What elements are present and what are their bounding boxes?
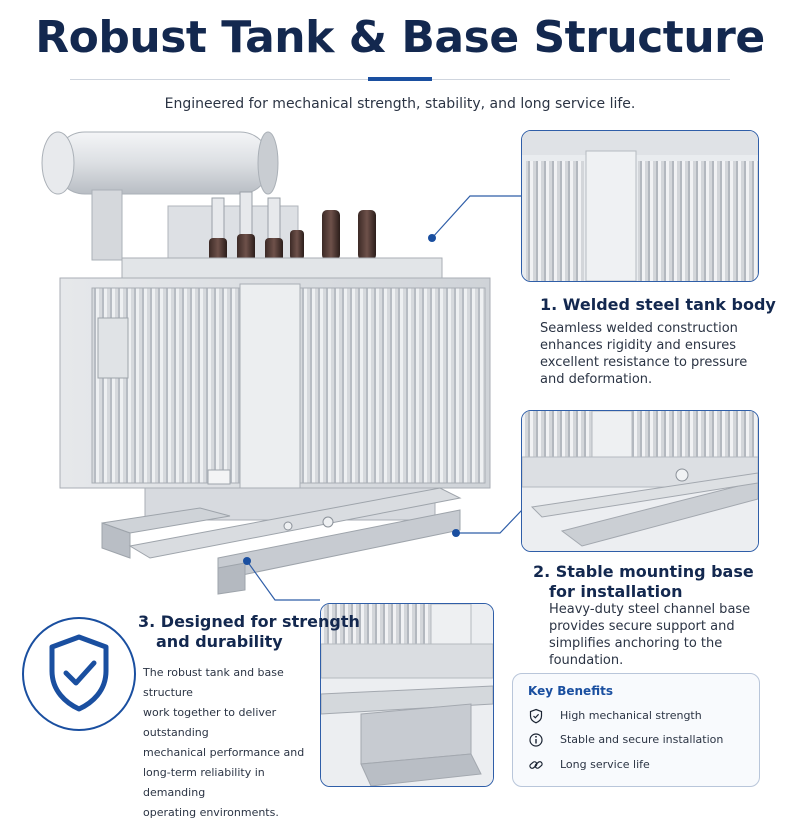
section-1-line: Seamless welded construction bbox=[540, 321, 738, 336]
conservator-tank bbox=[41, 131, 279, 261]
section-1-line: enhances rigidity and ensures bbox=[540, 338, 737, 353]
transformer-illustration bbox=[41, 131, 491, 595]
section-3-line: The robust tank and base structure bbox=[143, 666, 284, 699]
detail-photo-channel-base bbox=[320, 603, 494, 787]
section-2-line: Heavy-duty steel channel base bbox=[549, 602, 751, 617]
detail-photo-mounting-base bbox=[521, 410, 759, 552]
callout-dot-1 bbox=[428, 234, 436, 242]
section-3-line: operating environments. bbox=[143, 806, 279, 819]
section-2-line: simplifies anchoring to the bbox=[549, 636, 723, 651]
section-3-line: mechanical performance and bbox=[143, 746, 305, 759]
title-accent-bar bbox=[368, 77, 432, 81]
callout-dot-2 bbox=[452, 529, 460, 537]
section-1-line: and deformation. bbox=[540, 372, 653, 387]
shield-check-icon bbox=[529, 708, 543, 724]
shield-check-icon bbox=[49, 634, 109, 712]
section-1-line: excellent resistance to pressure bbox=[540, 355, 748, 370]
section-2-heading: 2. Stable mounting base for installation bbox=[533, 562, 754, 602]
section-2-heading-line: for installation bbox=[549, 582, 683, 601]
section-3-heading-line: 3. Designed for strength bbox=[138, 612, 360, 631]
section-2-heading-line: 2. Stable mounting base bbox=[533, 562, 754, 581]
page-subtitle: Engineered for mechanical strength, stab… bbox=[164, 96, 636, 112]
shield-badge bbox=[22, 617, 136, 731]
welded-tank-body bbox=[59, 277, 491, 489]
callout-dot-3 bbox=[243, 557, 251, 565]
link-chain-icon bbox=[529, 761, 543, 769]
section-3-text: The robust tank and base structure work … bbox=[143, 663, 321, 823]
section-1-heading: 1. Welded steel tank body bbox=[540, 295, 776, 314]
benefit-label: High mechanical strength bbox=[560, 709, 702, 722]
section-3-heading-line: and durability bbox=[156, 632, 283, 651]
section-3-line: work together to deliver outstanding bbox=[143, 706, 277, 739]
benefit-label: Long service life bbox=[560, 758, 650, 771]
detail-photo-tank-body bbox=[521, 130, 759, 282]
section-2-line: foundation. bbox=[549, 653, 624, 668]
section-2-line: provides secure support and bbox=[549, 619, 735, 634]
anchor-info-icon bbox=[529, 733, 543, 747]
mounting-base bbox=[101, 487, 462, 595]
key-benefits-title: Key Benefits bbox=[528, 684, 613, 698]
section-1-text: Seamless welded construction enhances ri… bbox=[540, 320, 780, 388]
bushings bbox=[209, 191, 376, 264]
section-3-line: long-term reliability in demanding bbox=[143, 766, 265, 799]
benefit-label: Stable and secure installation bbox=[560, 733, 724, 746]
section-3-heading: 3. Designed for strength and durability bbox=[138, 612, 360, 652]
section-2-text: Heavy-duty steel channel base provides s… bbox=[549, 601, 779, 669]
key-benefits-panel: Key Benefits High mechanical strength St… bbox=[512, 673, 760, 787]
page-title: Robust Tank & Base Structure bbox=[35, 12, 765, 63]
